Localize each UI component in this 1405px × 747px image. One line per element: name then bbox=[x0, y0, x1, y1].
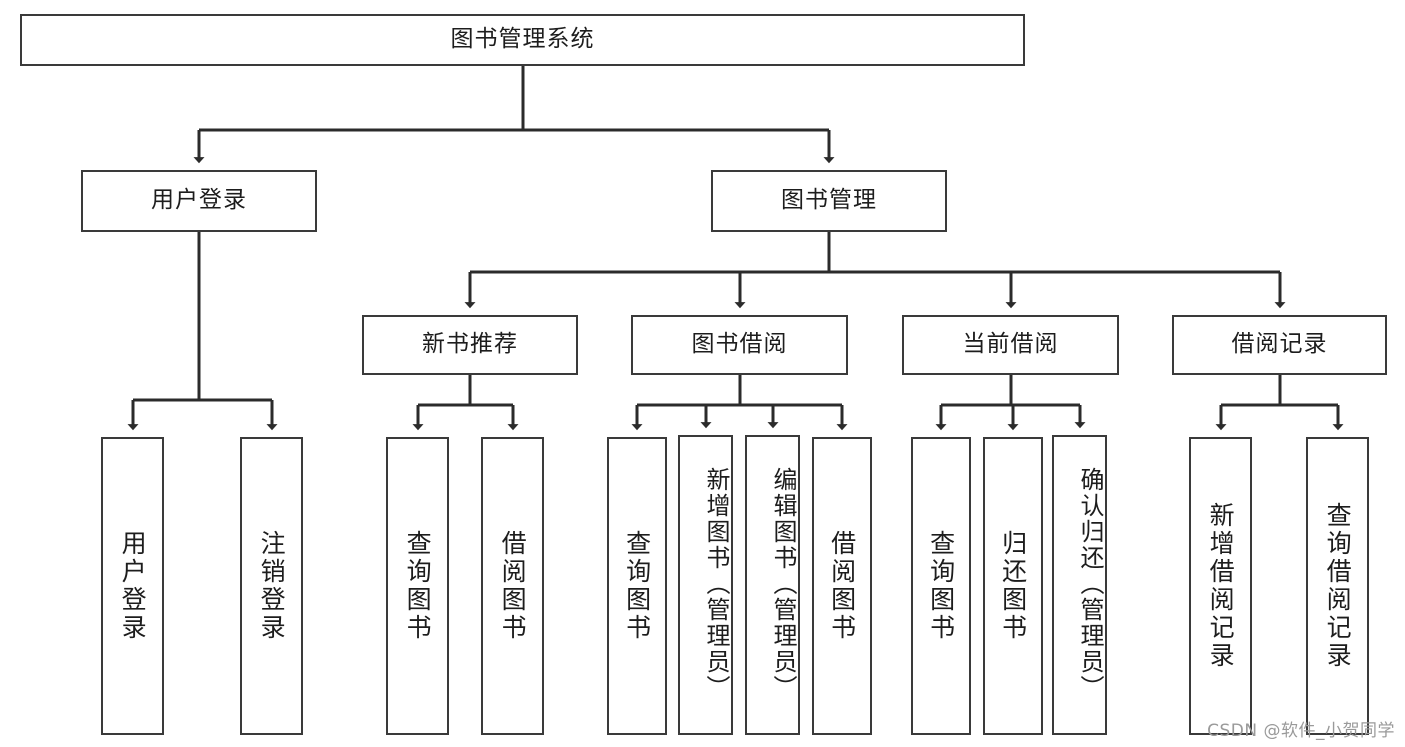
node-leaf-confirm-return-label: 确认归还（管理员） bbox=[1076, 467, 1104, 701]
node-root[interactable]: 图书管理系统 bbox=[20, 14, 1025, 66]
node-leaf-return-book[interactable]: 归还图书 bbox=[983, 437, 1043, 735]
node-book-manage[interactable]: 图书管理 bbox=[711, 170, 947, 232]
node-leaf-query-book-current-label: 查询图书 bbox=[926, 530, 956, 642]
node-root-label: 图书管理系统 bbox=[450, 26, 595, 53]
node-leaf-edit-book[interactable]: 编辑图书（管理员） bbox=[745, 435, 800, 735]
node-leaf-add-book[interactable]: 新增图书（管理员） bbox=[678, 435, 733, 735]
node-new-book-recommend-label: 新书推荐 bbox=[422, 331, 518, 358]
node-leaf-query-book-borrow-label: 查询图书 bbox=[622, 530, 652, 642]
node-borrow-record-label: 借阅记录 bbox=[1231, 331, 1328, 358]
node-user-login-label: 用户登录 bbox=[151, 187, 247, 214]
node-current-borrow-label: 当前借阅 bbox=[962, 331, 1059, 358]
node-leaf-query-book-recommend-label: 查询图书 bbox=[403, 530, 433, 642]
node-leaf-return-book-label: 归还图书 bbox=[998, 530, 1028, 642]
node-leaf-borrow-book[interactable]: 借阅图书 bbox=[812, 437, 872, 735]
node-leaf-borrow-book-label: 借阅图书 bbox=[827, 530, 857, 642]
node-borrow-record[interactable]: 借阅记录 bbox=[1172, 315, 1387, 375]
node-leaf-query-borrow-record-label: 查询借阅记录 bbox=[1323, 502, 1353, 670]
node-leaf-query-book-recommend[interactable]: 查询图书 bbox=[386, 437, 449, 735]
node-leaf-add-borrow-record-label: 新增借阅记录 bbox=[1206, 502, 1236, 670]
node-leaf-logout-label: 注销登录 bbox=[257, 530, 287, 642]
node-leaf-borrow-book-recommend[interactable]: 借阅图书 bbox=[481, 437, 544, 735]
node-leaf-logout[interactable]: 注销登录 bbox=[240, 437, 303, 735]
node-leaf-edit-book-label: 编辑图书（管理员） bbox=[769, 467, 797, 701]
node-leaf-borrow-book-recommend-label: 借阅图书 bbox=[498, 530, 528, 642]
node-leaf-add-book-label: 新增图书（管理员） bbox=[702, 467, 730, 701]
node-leaf-user-login[interactable]: 用户登录 bbox=[101, 437, 164, 735]
node-new-book-recommend[interactable]: 新书推荐 bbox=[362, 315, 578, 375]
node-leaf-query-book-current[interactable]: 查询图书 bbox=[911, 437, 971, 735]
node-user-login[interactable]: 用户登录 bbox=[81, 170, 317, 232]
node-leaf-user-login-label: 用户登录 bbox=[118, 530, 148, 642]
node-book-borrow-label: 图书借阅 bbox=[691, 331, 788, 358]
node-leaf-add-borrow-record[interactable]: 新增借阅记录 bbox=[1189, 437, 1252, 735]
node-leaf-query-borrow-record[interactable]: 查询借阅记录 bbox=[1306, 437, 1369, 735]
node-leaf-confirm-return[interactable]: 确认归还（管理员） bbox=[1052, 435, 1107, 735]
node-book-borrow[interactable]: 图书借阅 bbox=[631, 315, 848, 375]
csdn-watermark: CSDN @软件_小贺同学 bbox=[1207, 721, 1395, 741]
node-current-borrow[interactable]: 当前借阅 bbox=[902, 315, 1119, 375]
node-book-manage-label: 图书管理 bbox=[781, 187, 877, 214]
node-leaf-query-book-borrow[interactable]: 查询图书 bbox=[607, 437, 667, 735]
